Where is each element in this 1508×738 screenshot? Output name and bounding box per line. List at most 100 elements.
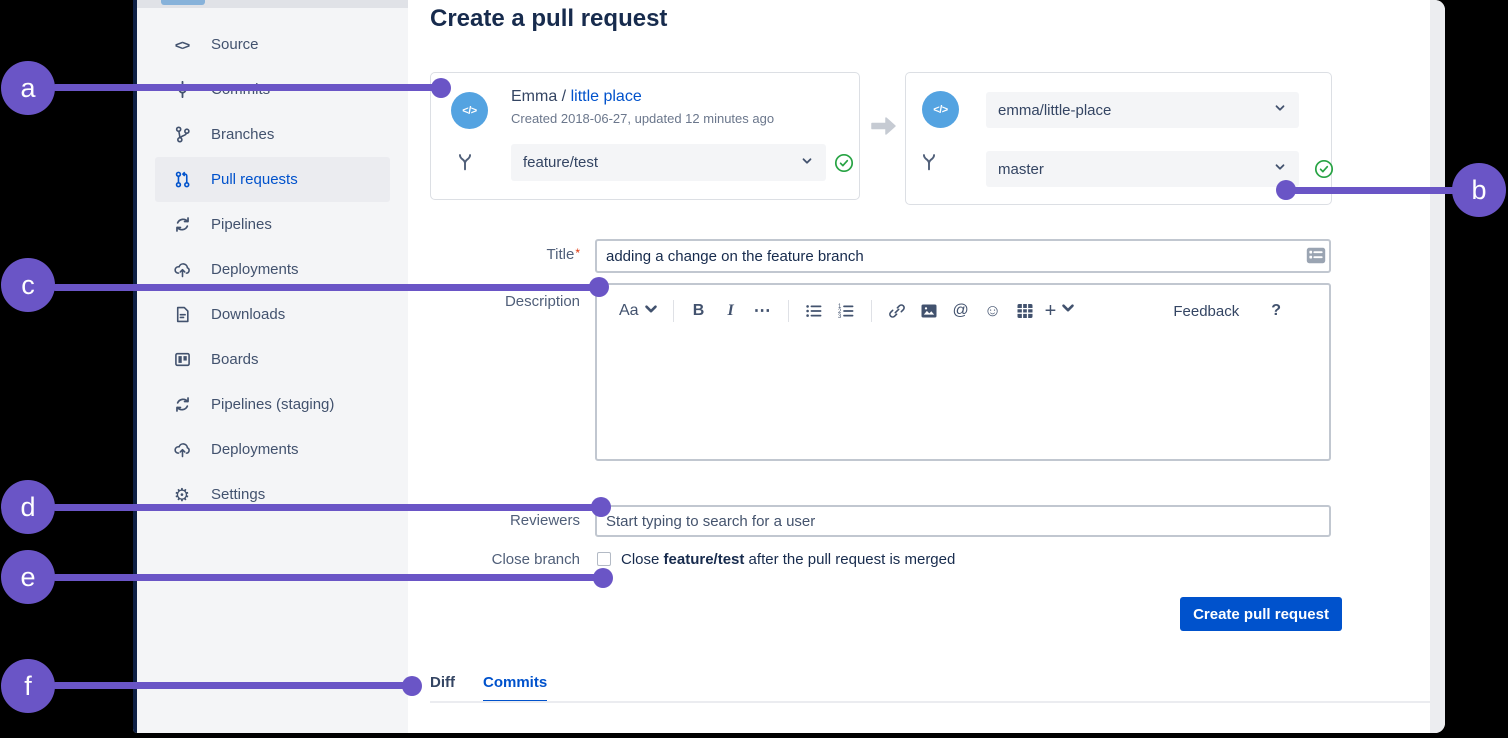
sidebar-item-boards[interactable]: Boards	[155, 337, 390, 382]
close-branch-branch-name: feature/test	[663, 551, 745, 568]
destination-branch-select[interactable]: master	[986, 151, 1299, 187]
image-button[interactable]	[917, 298, 941, 324]
source-branch-card: </> Emma / little place Created 2018-06-…	[430, 72, 860, 200]
branch-icon	[172, 125, 192, 145]
close-branch-label: Close branch	[491, 551, 580, 568]
sidebar-item-label: Deployments	[211, 441, 299, 458]
sidebar-item-label: Pull requests	[211, 171, 298, 188]
annotation-marker-c: c	[1, 258, 55, 312]
sidebar-item-label: Pipelines	[211, 216, 272, 233]
pr-icon	[172, 170, 192, 190]
annotation-dot-a	[431, 78, 451, 98]
title-input[interactable]	[595, 239, 1331, 273]
source-repo-avatar: </>	[451, 92, 488, 129]
cloud-icon	[172, 260, 192, 280]
sidebar-item-pull-requests[interactable]: Pull requests	[155, 157, 390, 202]
toolbar-separator	[672, 300, 674, 322]
sidebar-item-downloads[interactable]: Downloads	[155, 292, 390, 337]
close-branch-text: Close feature/test after the pull reques…	[621, 551, 956, 568]
insert-more-button[interactable]: +	[1045, 298, 1078, 324]
chevron-down-icon	[800, 154, 814, 172]
annotation-line-d	[52, 504, 602, 511]
annotation-line-e	[52, 574, 604, 581]
gear-icon: ⚙	[173, 484, 191, 505]
close-branch-checkbox[interactable]	[597, 552, 611, 566]
annotation-line-a	[52, 84, 442, 91]
sidebar-item-label: Settings	[211, 486, 266, 503]
svg-text:1: 1	[838, 304, 842, 310]
description-label: Description	[504, 293, 580, 310]
table-button[interactable]	[1013, 298, 1037, 324]
tab-diff[interactable]: Diff	[430, 674, 455, 691]
destination-repo-avatar: </>	[922, 91, 959, 128]
annotation-line-b	[1286, 187, 1456, 194]
bold-button[interactable]: B	[692, 302, 705, 319]
annotation-dot-e	[593, 568, 613, 588]
sidebar: <>SourceCommitsBranchesPull requestsPipe…	[137, 0, 408, 733]
destination-branch-card: </> emma/little-place master	[905, 72, 1334, 205]
text-style-button[interactable]: Aa	[619, 298, 660, 324]
svg-text:2: 2	[838, 309, 842, 315]
link-button[interactable]	[885, 298, 909, 324]
source-repo-meta: Created 2018-06-27, updated 12 minutes a…	[511, 111, 775, 126]
title-label: Title*	[546, 246, 580, 263]
doc-icon	[172, 305, 192, 325]
mention-button[interactable]: @	[952, 302, 969, 319]
sidebar-item-label: Deployments	[211, 261, 299, 278]
branch-icon	[920, 153, 938, 171]
sidebar-item-deployments[interactable]: Deployments	[155, 247, 390, 292]
sidebar-item-label: Pipelines (staging)	[211, 396, 335, 413]
chevron-down-icon	[1059, 299, 1077, 323]
sidebar-item-label: Downloads	[211, 306, 286, 323]
sidebar-item-pipelines[interactable]: Pipelines	[155, 202, 390, 247]
default-description-icon[interactable]	[1306, 247, 1326, 264]
repo-avatar-sliver	[161, 0, 205, 5]
help-button[interactable]: ?	[1271, 302, 1281, 319]
sidebar-item-label: Branches	[211, 126, 275, 143]
more-formatting-button[interactable]: ⋯	[753, 301, 772, 320]
annotation-marker-e: e	[1, 550, 55, 604]
annotation-dot-d	[591, 497, 611, 517]
reviewers-input[interactable]	[595, 505, 1331, 537]
tab-bar: Diff Commits	[430, 674, 548, 703]
annotation-line-c	[52, 284, 600, 291]
create-pull-request-button[interactable]: Create pull request	[1180, 597, 1342, 631]
window-left-edge	[133, 0, 137, 733]
toolbar-separator	[870, 300, 872, 322]
code-icon: <>	[174, 36, 190, 53]
sidebar-item-label: Source	[211, 36, 259, 53]
tab-commits[interactable]: Commits	[483, 674, 548, 703]
sidebar-item-pipelines-staging[interactable]: Pipelines (staging)	[155, 382, 390, 427]
sidebar-item-branches[interactable]: Branches	[155, 112, 390, 157]
branch-valid-check-icon	[834, 153, 854, 173]
sidebar-nav: <>SourceCommitsBranchesPull requestsPipe…	[137, 22, 408, 517]
page-title: Create a pull request	[430, 5, 668, 32]
board-icon	[172, 350, 192, 370]
sidebar-top-strip	[137, 0, 408, 8]
source-repo-title: Emma / little place	[511, 88, 642, 106]
annotation-marker-f: f	[1, 659, 55, 713]
chevron-down-icon	[1273, 160, 1287, 178]
bullet-list-button[interactable]	[802, 298, 826, 324]
sidebar-item-source[interactable]: <> Source	[155, 22, 390, 67]
sidebar-item-settings[interactable]: ⚙ Settings	[155, 472, 390, 517]
required-asterisk: *	[575, 246, 580, 260]
annotation-marker-b: b	[1452, 163, 1506, 217]
annotation-line-f	[52, 682, 414, 689]
window-right-edge	[1430, 0, 1445, 733]
sidebar-item-deployments-2[interactable]: Deployments	[155, 427, 390, 472]
feedback-link[interactable]: Feedback	[1173, 302, 1240, 320]
source-repo-link[interactable]: little place	[570, 88, 642, 105]
emoji-button[interactable]: ☺	[983, 301, 1002, 320]
pipelines-icon	[172, 395, 192, 415]
destination-repo-select[interactable]: emma/little-place	[986, 92, 1299, 128]
toolbar-separator	[787, 300, 789, 322]
italic-button[interactable]: I	[727, 302, 734, 319]
code-icon: </>	[933, 103, 948, 116]
source-branch-select[interactable]: feature/test	[511, 144, 826, 181]
